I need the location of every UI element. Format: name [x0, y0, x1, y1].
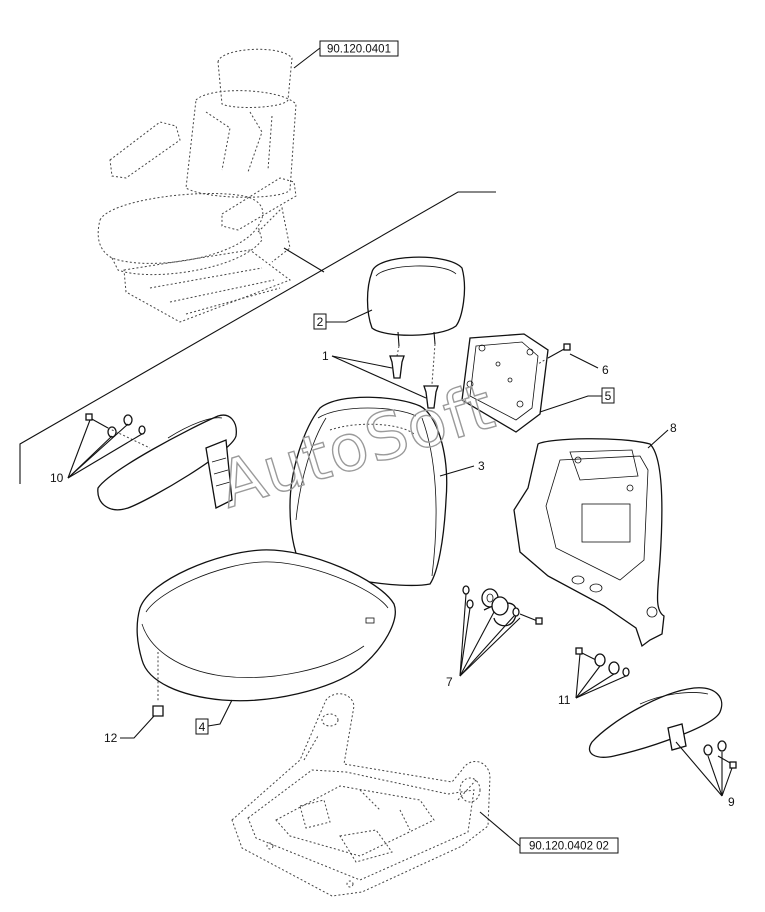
callout-5[interactable]: 5	[539, 387, 615, 413]
callout-6[interactable]: 6	[569, 353, 609, 377]
svg-text:5: 5	[605, 389, 612, 403]
armrest-bolts-9[interactable]	[703, 740, 737, 769]
callout-7[interactable]: 7	[446, 593, 521, 689]
seat-assembly-reference-drawing	[97, 48, 297, 323]
callout-4[interactable]: 4	[195, 699, 233, 735]
screw-6[interactable]	[537, 343, 571, 365]
swivel-hardware-7[interactable]	[462, 585, 543, 627]
callout-1[interactable]: 1	[322, 349, 427, 399]
callout-12[interactable]: 12	[104, 715, 155, 745]
svg-text:7: 7	[446, 675, 453, 689]
fasteners-11[interactable]	[575, 647, 630, 677]
reference-label-seat-frame[interactable]: 90.120.0402 02	[479, 811, 619, 854]
callout-11[interactable]: 11	[558, 653, 627, 707]
armrest-bolts-10[interactable]	[85, 413, 151, 449]
callout-10[interactable]: 10	[50, 419, 143, 485]
svg-text:9: 9	[728, 795, 735, 809]
svg-text:8: 8	[670, 421, 677, 435]
svg-text:2: 2	[317, 315, 324, 329]
right-armrest[interactable]	[588, 687, 723, 758]
svg-text:1: 1	[322, 349, 329, 363]
svg-text:6: 6	[602, 363, 609, 377]
svg-text:10: 10	[50, 471, 64, 485]
backrest-cover-plate[interactable]	[461, 333, 549, 433]
callout-2[interactable]: 2	[313, 309, 373, 330]
seat-frame-drawing	[231, 693, 491, 897]
reference-label-text: 90.120.0401	[327, 44, 391, 56]
seat-cushion[interactable]	[136, 549, 396, 702]
bolt-12[interactable]	[152, 652, 164, 717]
headrest-guide-left[interactable]	[389, 355, 405, 379]
svg-text:12: 12	[104, 731, 118, 745]
detail-boundary-line	[19, 191, 496, 484]
svg-text:3: 3	[478, 459, 485, 473]
headrest-guide-right[interactable]	[423, 385, 439, 409]
callout-9[interactable]: 9	[675, 741, 735, 809]
backrest-frame[interactable]	[513, 438, 665, 648]
detail-leader-line	[283, 247, 325, 273]
reference-label-seat-assembly[interactable]: 90.120.0401	[293, 40, 399, 69]
svg-text:4: 4	[199, 720, 206, 734]
svg-text:11: 11	[558, 693, 571, 707]
callout-3[interactable]: 3	[439, 459, 485, 477]
callout-8[interactable]: 8	[647, 421, 677, 449]
headrest[interactable]	[366, 256, 466, 385]
reference-label-text: 90.120.0402 02	[529, 841, 609, 853]
left-armrest[interactable]	[97, 414, 237, 511]
